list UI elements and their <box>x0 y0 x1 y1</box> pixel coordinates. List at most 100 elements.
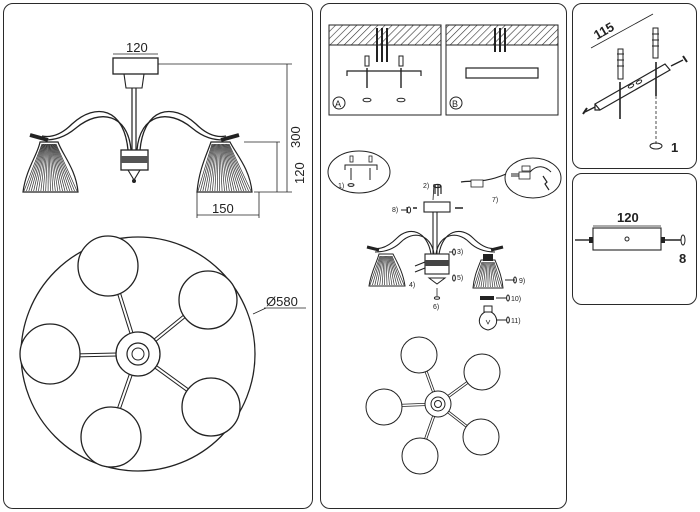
assembly-panel: A B 1) <box>320 3 567 509</box>
shade-rib <box>492 261 501 288</box>
bracket-dim: 115 <box>591 19 617 42</box>
callout-3: 3) <box>457 249 463 256</box>
shade-rib <box>389 255 398 286</box>
shade-rib <box>227 143 247 192</box>
detail-bubble-1: 1) <box>327 150 391 194</box>
plan-shade <box>181 377 241 437</box>
shade-left <box>22 133 79 193</box>
shade-rib <box>33 143 45 192</box>
shade-rib <box>369 255 381 286</box>
plate-dim: 120 <box>617 210 639 225</box>
shade-rib <box>475 261 484 288</box>
shade-rib <box>489 261 494 288</box>
shade-rib <box>493 261 503 288</box>
shade-rib <box>482 261 487 288</box>
mount-variant-a: A <box>328 24 442 116</box>
shade-rib <box>209 143 217 192</box>
shade-rib <box>491 261 498 288</box>
callout-4: 4) <box>409 282 415 289</box>
callout-6: 6) <box>433 304 439 311</box>
dim-shade-width: 150 <box>212 201 234 216</box>
dim-height: 300 <box>288 126 303 148</box>
dowel-right <box>652 27 659 96</box>
bracket-ratio: 1 <box>671 140 678 155</box>
bulb-ring <box>480 294 510 302</box>
callout-7: 7) <box>492 197 498 204</box>
bracket-panel: 115 1 <box>572 3 697 169</box>
shade-rib <box>478 261 485 288</box>
shade-rib <box>381 255 385 286</box>
assembly-plan-shade <box>365 388 403 426</box>
shade-rib <box>372 255 382 286</box>
shade-rib <box>26 143 43 192</box>
dowel-left <box>617 48 624 119</box>
assembly-arms <box>366 230 504 255</box>
shade-rib <box>228 143 252 192</box>
shade-rib <box>386 255 390 286</box>
shade-rib <box>220 143 228 192</box>
variant-b-label: B <box>452 99 458 109</box>
shade-rib <box>473 261 483 288</box>
callout-5: 5) <box>457 275 463 282</box>
shade-rib <box>200 143 214 192</box>
shade-rib <box>480 261 486 288</box>
shade-rib <box>54 143 73 192</box>
shade-rib <box>374 255 383 286</box>
shade-rib <box>227 143 249 192</box>
plate-screw-size: 8 <box>679 251 686 266</box>
shade-rib <box>40 143 47 192</box>
plan-shade <box>77 235 139 297</box>
shade-rib <box>490 261 496 288</box>
shade-rib <box>42 143 48 192</box>
callout-11: 11) <box>511 318 521 325</box>
shade-rib <box>387 255 393 286</box>
shade-rib <box>202 143 214 192</box>
shade-rib <box>55 143 78 192</box>
plate-hole <box>624 236 630 242</box>
screw-left <box>582 106 596 115</box>
shade-rib <box>49 143 56 192</box>
shade-rib <box>218 143 221 192</box>
callout-8: 8) <box>392 207 398 214</box>
shade-rib <box>51 143 63 192</box>
mount-variant-b: B <box>445 24 559 116</box>
shade-rib <box>224 143 240 192</box>
assembly-plan-shade <box>463 353 501 391</box>
shade-rib <box>216 143 219 192</box>
plan-shade <box>19 323 81 385</box>
shade-rib <box>485 261 488 288</box>
dim-diameter: Ø580 <box>266 294 298 309</box>
shade-rib <box>55 143 75 192</box>
plate-screw-right <box>661 234 686 246</box>
shade-rib <box>219 143 223 192</box>
callout-1: 1) <box>338 183 344 190</box>
shade-right <box>196 133 253 193</box>
shade-rib <box>50 143 59 192</box>
shade-rib <box>220 143 225 192</box>
shade-rib <box>207 143 216 192</box>
shade-rib <box>390 255 402 286</box>
shade-rib <box>225 143 242 192</box>
shade-rib <box>214 143 218 192</box>
plate-panel: 120 8 <box>572 173 697 305</box>
callout-10: 10) <box>511 296 521 303</box>
dim-top-width: 120 <box>126 40 148 55</box>
shade-rib <box>35 143 46 192</box>
shade-rib <box>53 143 71 192</box>
assembly-plan-shade <box>400 336 438 374</box>
canopy-plate <box>112 57 159 75</box>
rotation-arrow-icon <box>649 142 663 150</box>
shade-rib <box>221 143 230 192</box>
shade-rib <box>212 143 217 192</box>
shade-rib <box>49 143 54 192</box>
assembly-plan-shade <box>401 437 439 475</box>
screw-right <box>670 55 688 67</box>
dim-shade-height: 120 <box>292 162 307 184</box>
arm-right <box>139 110 227 151</box>
callout-2: 2) <box>423 183 429 190</box>
shade-rib <box>204 143 215 192</box>
shade-rib <box>38 143 47 192</box>
shade-rib <box>385 255 388 286</box>
shade-rib <box>48 143 51 192</box>
shade-rib <box>197 143 213 192</box>
